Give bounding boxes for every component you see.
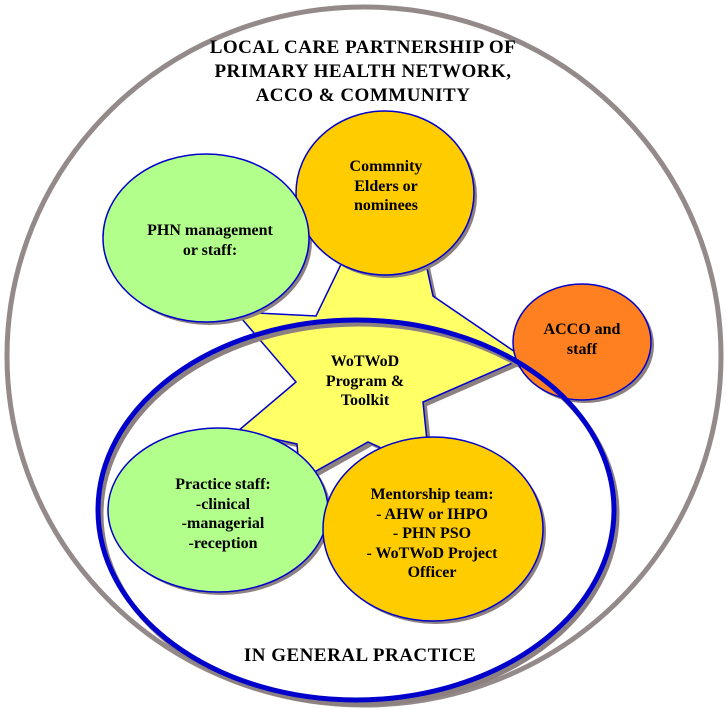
inner-title: IN GENERAL PRACTICE (243, 645, 477, 666)
elders-node (295, 110, 475, 276)
acco-node (512, 283, 652, 401)
acco-label: ACCO and staff (512, 320, 652, 359)
mentorship-label-line: - AHW or IHPO (376, 505, 488, 523)
elders-label-line: Elders or (354, 177, 418, 195)
practice-label-line: -clinical (195, 495, 251, 513)
phn-label: PHN management or staff: (120, 221, 300, 260)
mentorship-label-line: Officer (407, 564, 457, 582)
phn-label-line: or staff: (182, 241, 238, 259)
acco-label-line: ACCO and (543, 321, 621, 338)
practice-label-line: -reception (188, 534, 258, 552)
acco-label-line: staff (566, 340, 598, 358)
elders-label-line: Commnity (349, 158, 423, 175)
phn-label-line: PHN management (147, 222, 273, 239)
elders-label-line: nominees (354, 197, 418, 215)
mentorship-label-line: - PHN PSO (392, 525, 472, 543)
center-label-line: WoTWoD (330, 353, 400, 370)
mentorship-label: Mentorship team: - AHW or IHPO - PHN PSO… (337, 485, 527, 583)
center-label-line: Toolkit (340, 392, 390, 410)
inner-ring-shadow (98, 321, 620, 707)
mentorship-label-line: Mentorship team: (370, 486, 494, 503)
outer-title-line: PRIMARY HEALTH NETWORK, (214, 61, 512, 83)
outer-title: LOCAL CARE PARTNERSHIP OF PRIMARY HEALTH… (160, 36, 566, 108)
outer-title-line: LOCAL CARE PARTNERSHIP OF (209, 37, 517, 58)
general-practice-ring (95, 317, 617, 703)
practice-label-line: -managerial (181, 515, 265, 533)
center-label-line: Program & (325, 372, 405, 390)
elders-label: Commnity Elders or nominees (296, 157, 476, 216)
practice-label: Practice staff: -clinical -managerial -r… (133, 475, 313, 553)
outer-title-line: ACCO & COMMUNITY (255, 85, 471, 107)
practice-label-line: Practice staff: (175, 476, 271, 493)
mentorship-label-line: - WoTWoD Project (366, 544, 498, 562)
phn-node (102, 153, 310, 323)
mentorship-node (322, 436, 544, 622)
center-label: WoTWoD Program & Toolkit (290, 352, 440, 411)
